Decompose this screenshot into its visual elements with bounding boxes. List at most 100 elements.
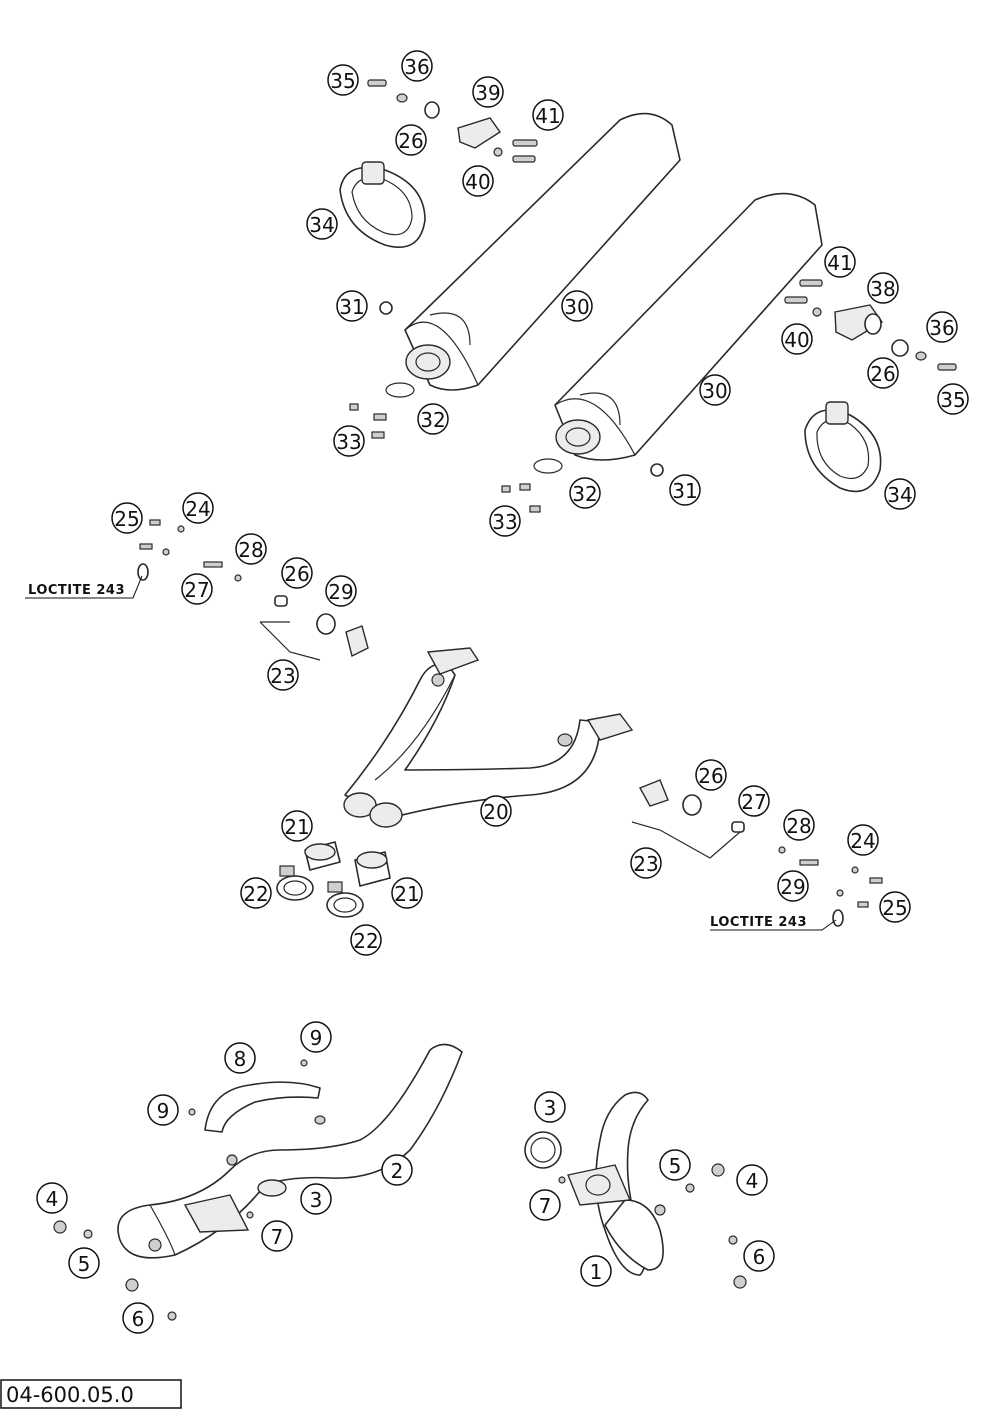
callout-circle: [267, 659, 299, 691]
callout-number: 26: [870, 362, 895, 386]
callout-circle: [182, 492, 214, 524]
callout-number: 1: [590, 1260, 603, 1284]
callout-number: 26: [698, 764, 723, 788]
callout-number: 34: [887, 483, 912, 507]
callout-41: 41: [532, 99, 564, 131]
callout-circle: [36, 1182, 68, 1214]
callout-7: 7: [529, 1189, 561, 1221]
header-pipe-1: [524, 1091, 747, 1289]
callout-circle: [738, 785, 770, 817]
callout-33: 33: [333, 425, 365, 457]
callout-9: 9: [147, 1094, 179, 1126]
callout-number: 30: [702, 379, 727, 403]
callout-38: 38: [867, 272, 899, 304]
callout-6: 6: [122, 1302, 154, 1334]
callout-28: 28: [783, 809, 815, 841]
callout-circle: [224, 1042, 256, 1074]
callout-circle: [401, 50, 433, 82]
callout-circle: [743, 1240, 775, 1272]
callout-circle: [68, 1247, 100, 1279]
callout-24: 24: [182, 492, 214, 524]
hardware-lower: [501, 279, 957, 513]
callout-21: 21: [391, 877, 423, 909]
callout-circle: [659, 1149, 691, 1181]
callout-number: 25: [882, 896, 907, 920]
callout-circle: [937, 383, 969, 415]
muffler-lower: [554, 192, 823, 461]
callout-5: 5: [659, 1149, 691, 1181]
callout-number: 4: [746, 1169, 759, 1193]
callout-5: 5: [68, 1247, 100, 1279]
callout-circle: [350, 924, 382, 956]
hardware-upper: [349, 79, 538, 439]
callout-circle: [884, 478, 916, 510]
callout-circle: [395, 124, 427, 156]
callout-number: 9: [310, 1026, 323, 1050]
loctite-leaders: [25, 575, 837, 931]
callout-circle: [472, 76, 504, 108]
callout-number: 28: [238, 538, 263, 562]
callout-number: 20: [483, 800, 508, 824]
callout-number: 24: [850, 829, 875, 853]
callout-25: 25: [879, 891, 911, 923]
callout-circle: [381, 1154, 413, 1186]
callout-circle: [111, 502, 143, 534]
callout-1: 1: [580, 1255, 612, 1287]
muffler-clamp-upper: [339, 161, 426, 248]
callout-number: 26: [398, 129, 423, 153]
callout-circle: [824, 246, 856, 278]
callout-26: 26: [867, 357, 899, 389]
manifold-y-pipe: [343, 647, 634, 828]
callout-circle: [867, 272, 899, 304]
callout-number: 34: [309, 213, 334, 237]
callout-number: 41: [827, 251, 852, 275]
callout-circle: [281, 810, 313, 842]
callout-number: 27: [184, 578, 209, 602]
callout-23: 23: [630, 847, 662, 879]
header-pipe-2: [117, 1043, 463, 1259]
callout-circle: [777, 870, 809, 902]
callout-circle: [300, 1021, 332, 1053]
sleeves-and-clamps: [276, 841, 391, 918]
callout-number: 40: [465, 170, 490, 194]
callout-30: 30: [561, 290, 593, 322]
callout-22: 22: [350, 924, 382, 956]
callout-number: 5: [669, 1154, 682, 1178]
callout-32: 32: [417, 403, 449, 435]
callout-circle: [235, 533, 267, 565]
callout-27: 27: [738, 785, 770, 817]
callout-circle: [926, 311, 958, 343]
callout-circle: [391, 877, 423, 909]
callout-25: 25: [111, 502, 143, 534]
callout-26: 26: [695, 759, 727, 791]
callout-circle: [781, 323, 813, 355]
callout-number: 2: [391, 1159, 404, 1183]
callout-circle: [122, 1302, 154, 1334]
callout-circle: [580, 1255, 612, 1287]
callout-circle: [480, 795, 512, 827]
callout-number: 36: [404, 55, 429, 79]
callout-number: 29: [780, 875, 805, 899]
bracket-lower: [834, 304, 884, 341]
callout-circle: [630, 847, 662, 879]
callout-33: 33: [489, 505, 521, 537]
callout-34: 34: [884, 478, 916, 510]
callout-circle: [561, 290, 593, 322]
callout-27: 27: [181, 573, 213, 605]
callout-circle: [879, 891, 911, 923]
bracket-upper: [457, 117, 501, 149]
callout-number: 22: [243, 882, 268, 906]
callout-circle: [489, 505, 521, 537]
callout-circle: [699, 374, 731, 406]
callout-number: 21: [394, 882, 419, 906]
callout-circle: [669, 474, 701, 506]
callout-number: 6: [753, 1245, 766, 1269]
heat-shield-8: [204, 1081, 321, 1133]
callout-26: 26: [395, 124, 427, 156]
callout-number: 23: [633, 852, 658, 876]
callout-circle: [336, 290, 368, 322]
callout-number: 7: [271, 1225, 284, 1249]
